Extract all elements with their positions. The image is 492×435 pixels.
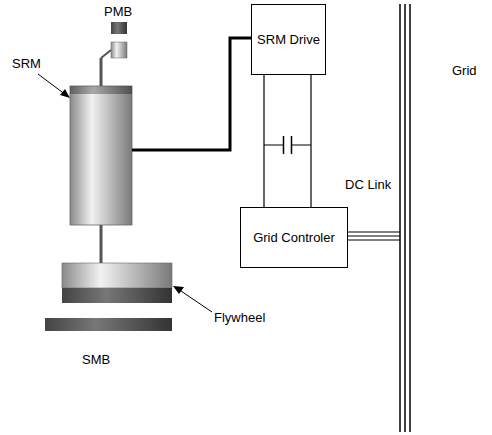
capacitor-plate bbox=[283, 136, 285, 154]
box-text: SRM Drive bbox=[257, 32, 320, 47]
srm-body bbox=[70, 86, 132, 225]
leader-arrow bbox=[38, 74, 66, 95]
capacitor-plate bbox=[291, 136, 293, 154]
part-label: Flywheel bbox=[214, 310, 265, 325]
grid-bus bbox=[409, 4, 411, 432]
signal-label: DC Link bbox=[345, 177, 391, 192]
smb-bearing bbox=[45, 318, 172, 331]
leader-arrow bbox=[178, 289, 212, 312]
grid-feed bbox=[347, 231, 400, 232]
part-label: SMB bbox=[82, 352, 110, 367]
part-label: PMB bbox=[104, 4, 132, 19]
grid-feed bbox=[347, 235, 400, 236]
drive-box: SRM Drive bbox=[251, 4, 326, 75]
box-text: Grid Controler bbox=[253, 230, 335, 245]
dc-link bbox=[264, 75, 311, 207]
flywheel-disc bbox=[62, 263, 172, 288]
grid-bus bbox=[404, 4, 406, 432]
shaft bbox=[101, 50, 111, 58]
arrowhead bbox=[60, 89, 70, 98]
pmb-magnet bbox=[111, 42, 127, 58]
arrowhead bbox=[173, 286, 184, 294]
cap-lead bbox=[264, 145, 284, 146]
pmb-magnet bbox=[111, 22, 127, 34]
cap-lead bbox=[292, 145, 312, 146]
flywheel-rim bbox=[62, 288, 172, 303]
shaft bbox=[100, 225, 103, 263]
controller-box: Grid Controler bbox=[240, 207, 348, 268]
dc-wire bbox=[263, 75, 264, 207]
power-cable bbox=[132, 38, 255, 150]
shaft bbox=[100, 58, 103, 86]
dc-wire bbox=[310, 75, 311, 207]
grid-feed bbox=[347, 239, 400, 240]
part-label: Grid bbox=[452, 63, 477, 78]
srm-top bbox=[70, 86, 132, 94]
part-label: SRM bbox=[12, 56, 41, 71]
grid-bus bbox=[399, 4, 401, 432]
